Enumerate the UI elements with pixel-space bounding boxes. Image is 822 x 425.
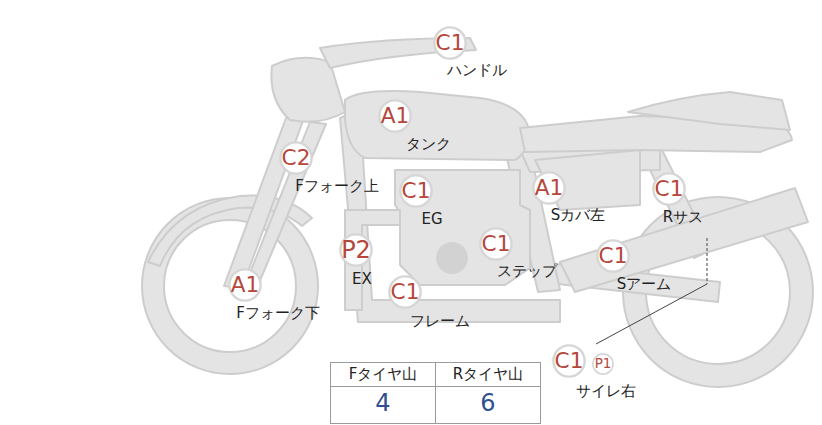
part-label: フレーム [410, 313, 470, 330]
callout-code: A1 [228, 268, 262, 302]
engine-cover [436, 242, 468, 274]
callout-code: P1 [592, 353, 614, 375]
callout-circle: A1 [378, 99, 412, 133]
callout-code: C1 [479, 227, 513, 261]
callout-code: C2 [279, 141, 313, 175]
callout-code: C1 [596, 239, 630, 273]
tail-cowl [628, 92, 790, 130]
callout-code: C1 [388, 275, 422, 309]
front-tire [142, 198, 318, 374]
leader-line [596, 284, 707, 344]
table-cell: Fタイヤ山 [349, 366, 418, 383]
callout-circle: C2 [279, 141, 313, 175]
table-cell: 4 [375, 390, 390, 416]
callout-code: P2 [339, 233, 373, 267]
part-label: Sアーム [617, 276, 672, 293]
callout-circle: C1 [552, 344, 586, 378]
part-label: EG [421, 211, 442, 228]
table-cell: Rタイヤ山 [453, 366, 523, 383]
callout-code: C1 [552, 344, 586, 378]
callout-code: A1 [378, 99, 412, 133]
part-label: Fフォーク下 [236, 305, 320, 322]
part-label: ステップ [497, 263, 557, 280]
callout-circle: C1 [399, 174, 433, 208]
callout-circle: C1 [433, 26, 467, 60]
part-label: Fフォーク上 [295, 178, 379, 195]
part-label: サイレ右 [576, 383, 636, 400]
callout-code: C1 [433, 26, 467, 60]
part-label: Sカバ左 [551, 207, 606, 224]
muffler [560, 188, 808, 292]
tread-table [330, 362, 541, 424]
part-label: EX [352, 271, 372, 288]
callout-circle: A1 [228, 268, 262, 302]
callout-circle: A1 [532, 171, 566, 205]
leader-line [707, 238, 708, 284]
table-border [331, 363, 541, 424]
callout-code: A1 [532, 171, 566, 205]
part-label: Rサス [663, 209, 703, 226]
callout-circle: P1 [592, 353, 614, 375]
part-label: タンク [406, 136, 451, 153]
callout-circle: P2 [339, 233, 373, 267]
front-fork-rear-tube [244, 122, 326, 290]
callout-code: C1 [399, 174, 433, 208]
circle-shape [593, 354, 613, 374]
fuel-tank [345, 91, 529, 160]
callout-circle: C1 [596, 239, 630, 273]
table-cell: 6 [480, 390, 495, 416]
callout-circle: C1 [652, 172, 686, 206]
callout-circle: C1 [479, 227, 513, 261]
part-label: ハンドル [447, 62, 507, 79]
callout-code: C1 [652, 172, 686, 206]
table-rule [435, 362, 436, 424]
callout-circle: C1 [388, 275, 422, 309]
